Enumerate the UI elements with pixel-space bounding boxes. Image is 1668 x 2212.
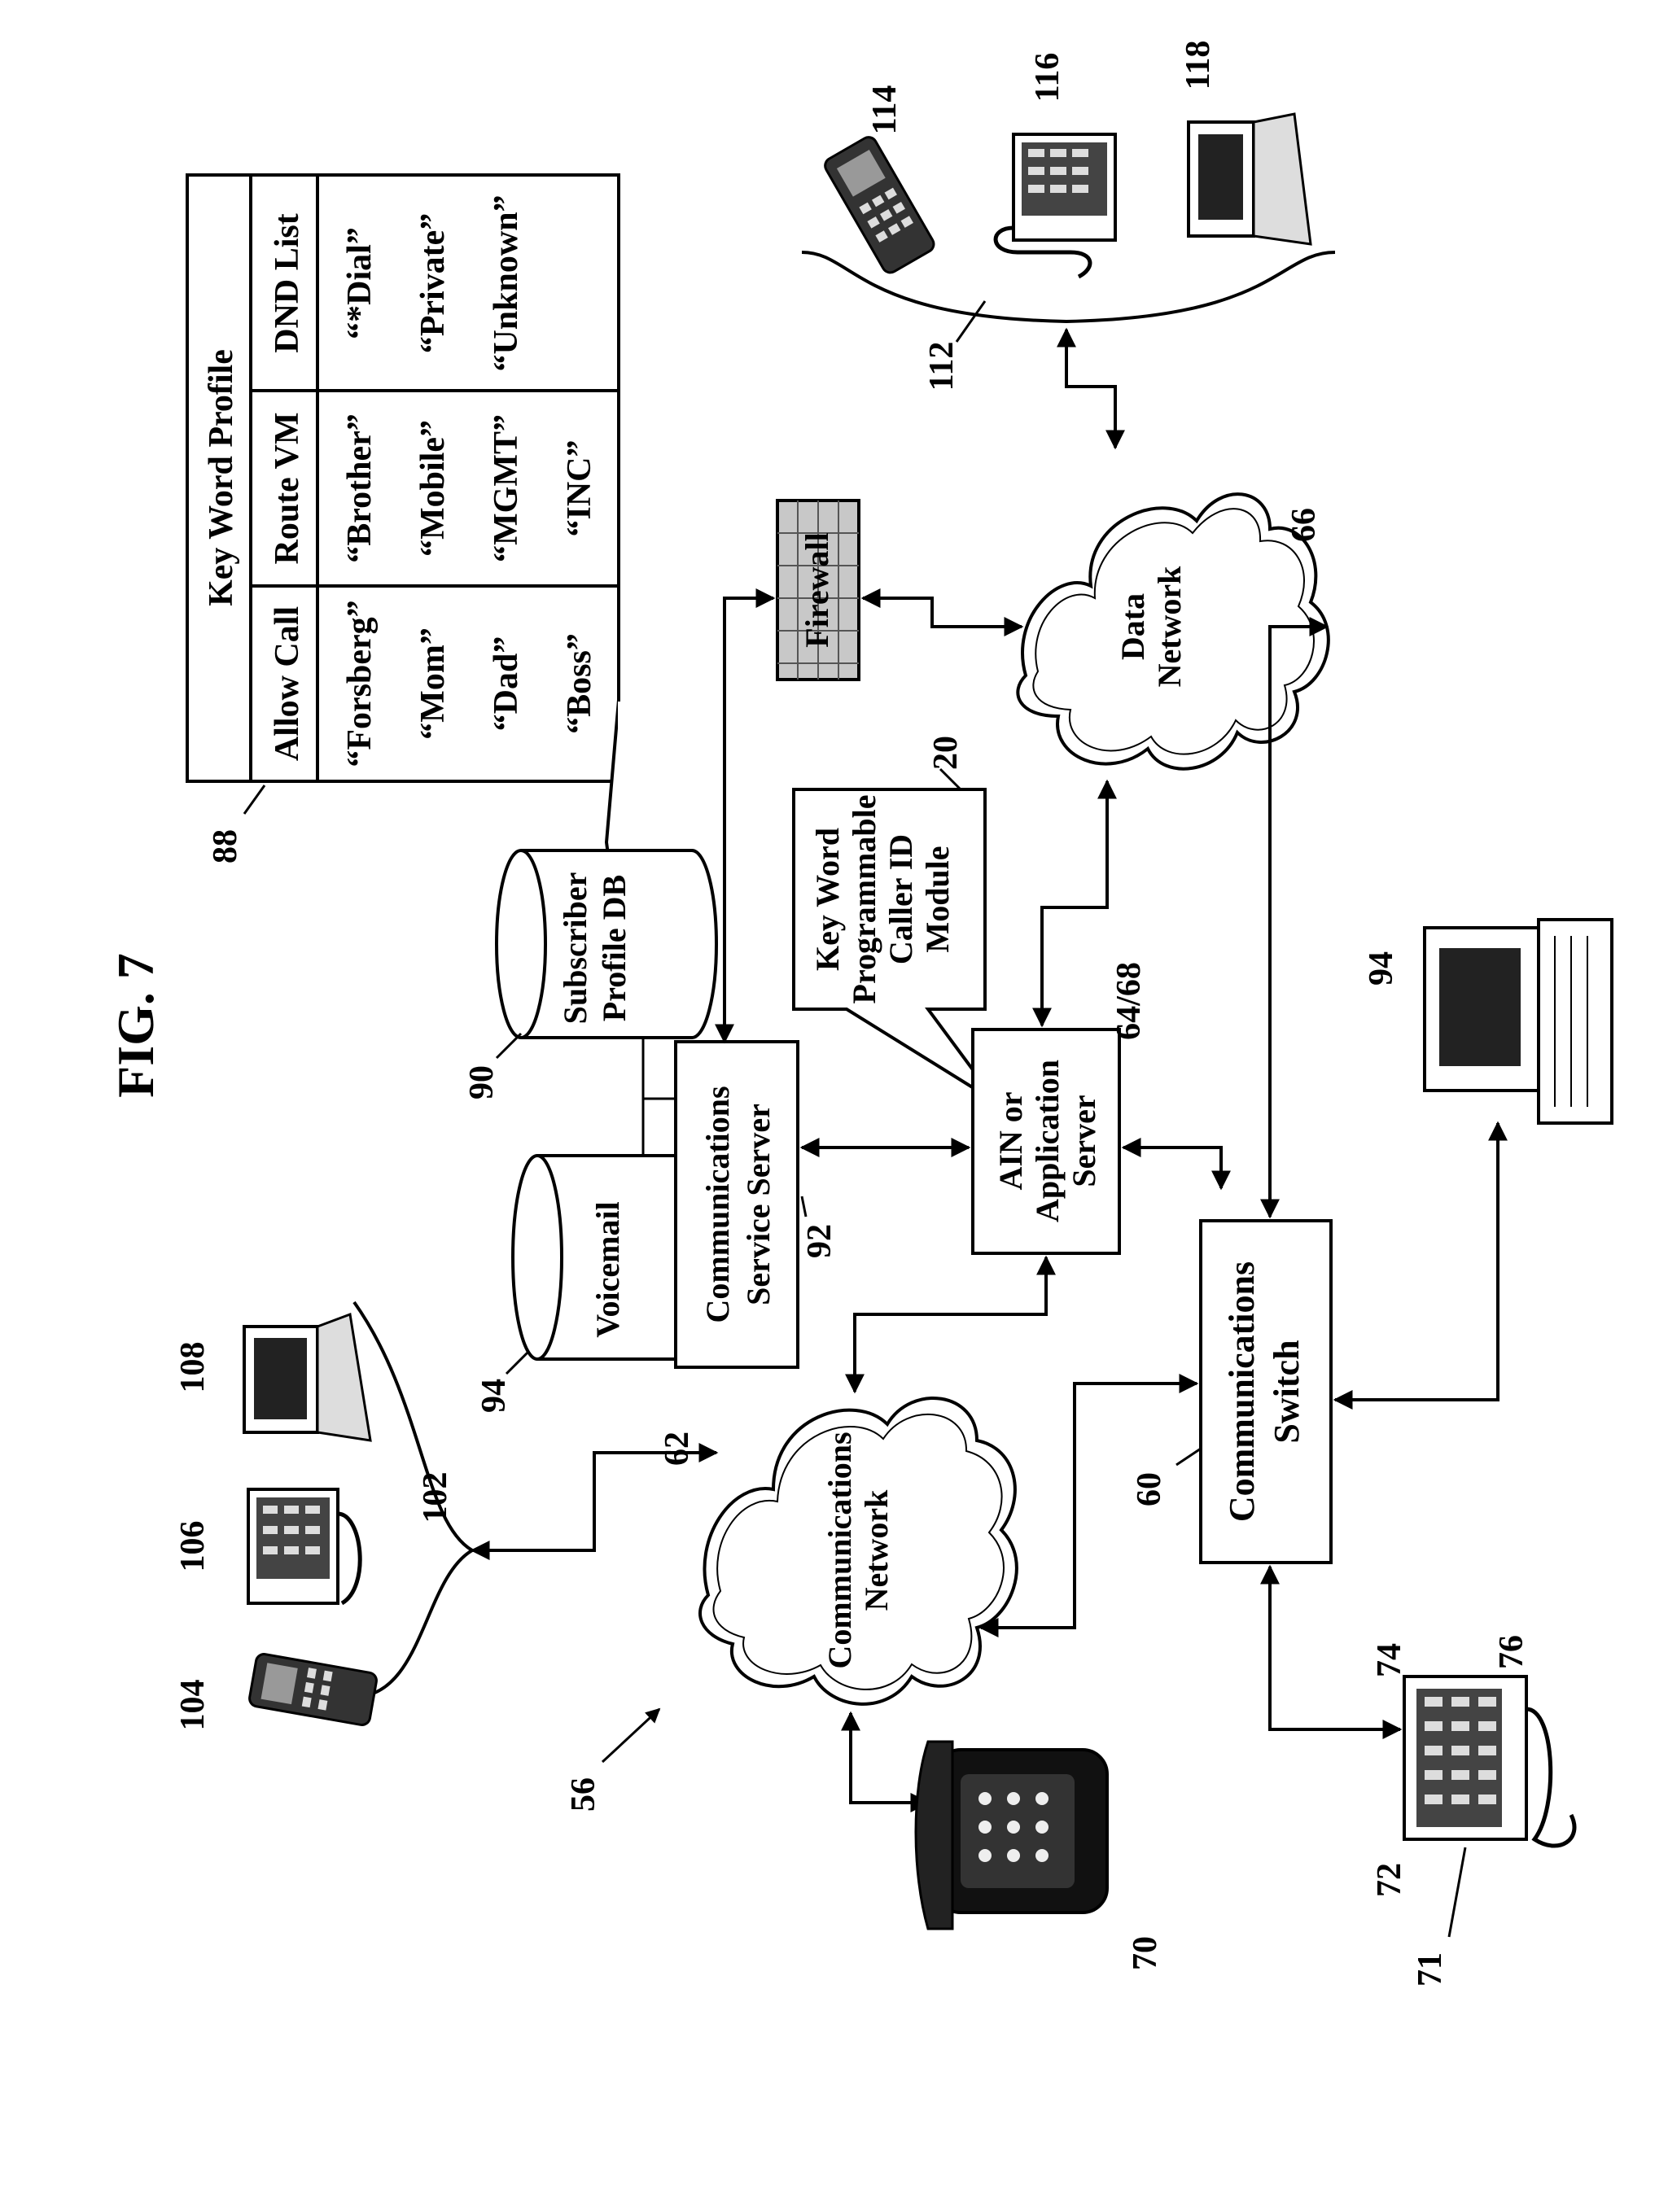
phone-70-ref: 70 xyxy=(1127,1936,1164,1970)
switch-ref: 60 xyxy=(1131,1472,1168,1506)
switch-line2: Switch xyxy=(1267,1340,1307,1443)
comm-network-line1: Communications xyxy=(821,1432,858,1668)
table-cell: “Dad” xyxy=(488,636,525,732)
group-brace-left xyxy=(352,1301,475,1698)
db-ref: 90 xyxy=(463,1065,501,1099)
mobile-104-ref: 104 xyxy=(174,1680,212,1731)
module-line1: Key Word xyxy=(809,828,846,971)
table-cell: “Mobile” xyxy=(414,420,452,557)
voicemail-ref: 94 xyxy=(475,1379,513,1413)
phone-106-ref: 106 xyxy=(174,1521,212,1572)
comm-network-line2: Network xyxy=(858,1489,895,1611)
computer-94-ref: 94 xyxy=(1363,951,1400,986)
ain-application-server: AIN or Application Server xyxy=(971,1028,1121,1255)
mobile-114-ref: 114 xyxy=(866,85,904,135)
table-ref: 88 xyxy=(207,829,244,863)
phone-72-ref: 72 xyxy=(1371,1863,1408,1897)
module-line2: Programmable xyxy=(846,795,882,1004)
switch-line1: Communications xyxy=(1222,1261,1262,1522)
header-route-vm: Route VM xyxy=(269,412,306,564)
ain-line2: Application xyxy=(1029,1060,1066,1222)
mobile-phone-icon xyxy=(824,136,935,274)
business-phone-icon xyxy=(1403,1675,1577,1848)
connections xyxy=(470,327,1508,1812)
css-ref: 92 xyxy=(801,1224,838,1258)
module-callout: Key Word Programmable Caller ID Module xyxy=(792,788,999,1104)
desktop-computer-icon xyxy=(1423,918,1613,1125)
system-ref: 56 xyxy=(565,1777,602,1812)
data-network-cloud: Data Network xyxy=(1016,492,1330,771)
group-brace-right xyxy=(801,251,1336,324)
ain-line1: AIN or xyxy=(992,1091,1029,1190)
laptop-icon xyxy=(243,1312,372,1442)
module-ref: 20 xyxy=(927,736,965,770)
figure-title: FIG. 7 xyxy=(107,953,164,1098)
table-cell: “Private” xyxy=(414,213,452,354)
data-network-line2: Network xyxy=(1151,566,1188,688)
table-cell: “INC” xyxy=(561,439,598,536)
table-title: Key Word Profile xyxy=(203,349,240,606)
table-cell: “Forsberg” xyxy=(341,600,379,767)
header-allow-call: Allow Call xyxy=(269,606,306,761)
ain-ref: 64/68 xyxy=(1110,962,1148,1040)
table-cell: “Brother” xyxy=(341,413,379,563)
table-cell: “MGMT” xyxy=(488,414,525,562)
communications-network-cloud: Communications Network xyxy=(698,1397,1018,1706)
communications-switch: Communications Switch xyxy=(1199,1219,1333,1564)
firewall: Firewall xyxy=(776,499,860,681)
table-cell: “*Dial” xyxy=(341,227,379,339)
db-label-line2: Profile DB xyxy=(596,875,633,1021)
table-cell: “Mom” xyxy=(414,627,452,740)
communications-service-server: Communications Service Server xyxy=(674,1040,799,1369)
desk-phone-icon xyxy=(993,133,1117,279)
db-label-line1: Subscriber xyxy=(557,872,593,1025)
header-dnd-list: DND List xyxy=(269,213,306,353)
module-line3: Caller ID xyxy=(882,834,919,964)
voicemail-label: Voicemail xyxy=(589,1201,626,1337)
css-label-line2: Service Server xyxy=(740,1104,777,1305)
desk-telephone-icon xyxy=(914,1740,1109,1930)
subscriber-profile-db: Subscriber Profile DB xyxy=(495,849,718,1039)
table-cell: “Unknown” xyxy=(488,195,525,371)
data-network-line1: Data xyxy=(1114,593,1151,660)
phone-76-ref: 76 xyxy=(1493,1635,1530,1669)
table-cell: “Boss” xyxy=(561,633,598,734)
comm-network-ref: 62 xyxy=(659,1432,696,1466)
module-line4: Module xyxy=(919,846,956,952)
desk-phone-icon xyxy=(247,1488,362,1606)
laptop-118-ref: 118 xyxy=(1180,41,1217,90)
key-word-profile-table: Key Word Profile Allow Call Route VM DND… xyxy=(186,173,620,783)
phone-116-ref: 116 xyxy=(1029,53,1066,103)
data-network-ref: 66 xyxy=(1285,508,1323,542)
ain-line3: Server xyxy=(1066,1095,1102,1187)
voicemail-db: Voicemail xyxy=(511,1154,676,1361)
firewall-label: Firewall xyxy=(799,532,835,647)
css-label-line1: Communications xyxy=(699,1086,736,1322)
laptop-icon xyxy=(1187,112,1312,246)
phone-74-ref: 74 xyxy=(1371,1643,1408,1677)
laptop-108-ref: 108 xyxy=(174,1342,212,1393)
group-left-ref: 102 xyxy=(417,1472,454,1523)
phone-71-ref: 71 xyxy=(1412,1952,1449,1987)
mobile-phone-icon xyxy=(248,1653,378,1726)
group-right-ref: 112 xyxy=(923,342,961,391)
